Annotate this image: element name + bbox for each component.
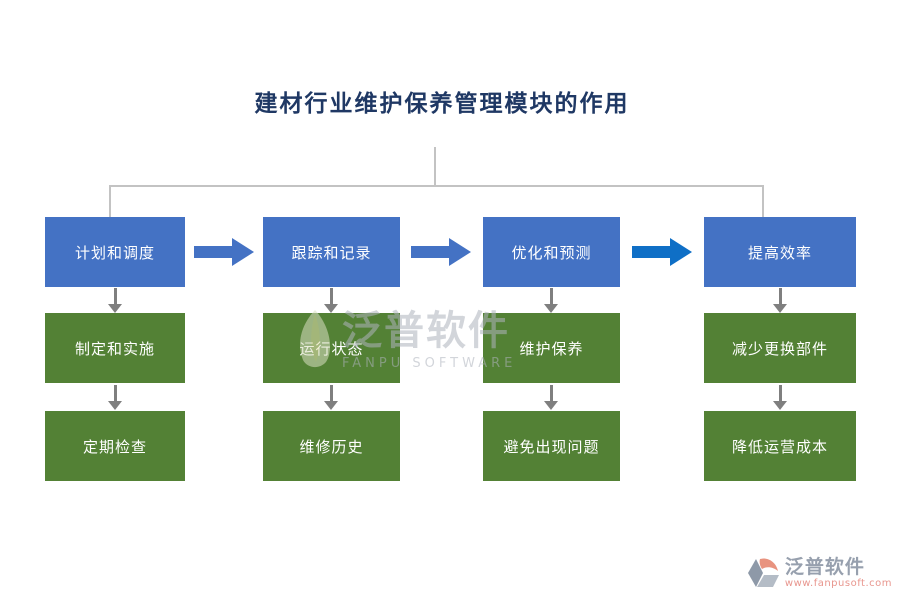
arrow-shaft [778, 385, 782, 401]
arrow-head [108, 304, 122, 313]
connector-right-drop-line [762, 185, 764, 217]
arrow-head [773, 401, 787, 410]
footer-brand-text: 泛普软件 [784, 556, 865, 578]
arrow-head [108, 401, 122, 410]
arrow-head [670, 238, 692, 266]
stage-box-tracking-recording: 跟踪和记录 [263, 217, 400, 287]
down-arrow-icon [108, 385, 122, 410]
arrow-head [544, 304, 558, 313]
footer-logo-text-block: 泛普软件 www.fanpusoft.com [784, 556, 892, 590]
down-arrow-icon [773, 385, 787, 410]
down-arrow-icon [108, 288, 122, 313]
arrow-head [324, 401, 338, 410]
stage-box-optimization-prediction: 优化和预测 [483, 217, 620, 287]
arrow-shaft [632, 246, 670, 258]
arrow-shaft [411, 246, 449, 258]
down-arrow-icon [324, 288, 338, 313]
down-arrow-icon [324, 385, 338, 410]
arrow-shaft [194, 246, 232, 258]
fanpu-footer-logo: 泛普软件 www.fanpusoft.com [746, 556, 892, 590]
stage-box-planning-scheduling: 计划和调度 [45, 217, 185, 287]
page-title: 建材行业维护保养管理模块的作用 [254, 90, 630, 117]
arrow-shaft [329, 385, 333, 401]
arrow-shaft [549, 385, 553, 401]
item-box-repair-history: 维修历史 [263, 411, 400, 481]
item-box-regular-inspection: 定期检查 [45, 411, 185, 481]
arrow-shaft [113, 385, 117, 401]
item-box-reduce-operating-cost: 降低运营成本 [704, 411, 856, 481]
right-arrow-icon [411, 238, 471, 266]
footer-url-text: www.fanpusoft.com [784, 578, 892, 589]
item-box-formulate-implement: 制定和实施 [45, 313, 185, 383]
item-box-avoid-problems: 避免出现问题 [483, 411, 620, 481]
stage-box-improve-efficiency: 提高效率 [704, 217, 856, 287]
right-arrow-icon [194, 238, 254, 266]
right-arrow-icon [632, 238, 692, 266]
arrow-head [773, 304, 787, 313]
arrow-head [544, 401, 558, 410]
item-box-maintenance: 维护保养 [483, 313, 620, 383]
down-arrow-icon [544, 288, 558, 313]
arrow-shaft [113, 288, 117, 304]
arrow-head [232, 238, 254, 266]
connector-horizontal-line [109, 185, 764, 187]
fanpu-logo-icon [747, 558, 779, 587]
arrow-head [449, 238, 471, 266]
item-box-operating-status: 运行状态 [263, 313, 400, 383]
arrow-shaft [549, 288, 553, 304]
arrow-shaft [329, 288, 333, 304]
arrow-head [324, 304, 338, 313]
connector-stem-line [434, 147, 436, 186]
connector-left-drop-line [109, 185, 111, 217]
down-arrow-icon [773, 288, 787, 313]
down-arrow-icon [544, 385, 558, 410]
arrow-shaft [778, 288, 782, 304]
item-box-reduce-part-replacement: 减少更换部件 [704, 313, 856, 383]
